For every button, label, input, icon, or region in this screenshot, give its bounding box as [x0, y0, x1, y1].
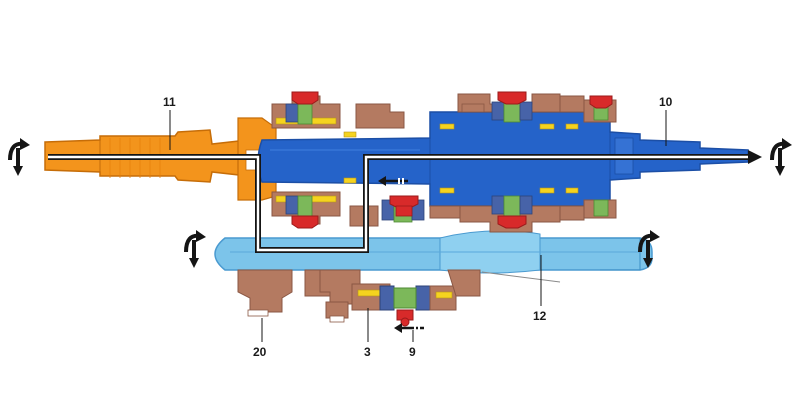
rotation-arrow-icon [770, 138, 792, 176]
callout-9: 9 [409, 345, 416, 359]
main-synchro-1 [285, 91, 319, 229]
callout-leaders [169, 110, 667, 342]
needle-bearings [343, 123, 579, 194]
callout-10: 10 [659, 95, 673, 109]
power-flow-path [48, 150, 762, 253]
callout-3: 3 [364, 345, 371, 359]
counter-gear-20 [237, 269, 361, 323]
rotation-arrow-icon [184, 230, 206, 268]
main-synchro-2 [381, 195, 425, 223]
callout-12: 12 [533, 309, 547, 323]
main-synchro-3 [491, 91, 533, 229]
shift-direction-arrow-icon [394, 323, 424, 333]
rotation-arrow-icon [638, 230, 660, 268]
counter-gear-right [447, 269, 561, 297]
rotation-arrow-icon [8, 138, 30, 176]
callout-11: 11 [163, 95, 176, 109]
counter-synchro-9 [379, 285, 457, 327]
shift-direction-arrow-icon [378, 176, 408, 186]
main-synchro-4 [589, 95, 613, 217]
callout-20: 20 [253, 345, 267, 359]
